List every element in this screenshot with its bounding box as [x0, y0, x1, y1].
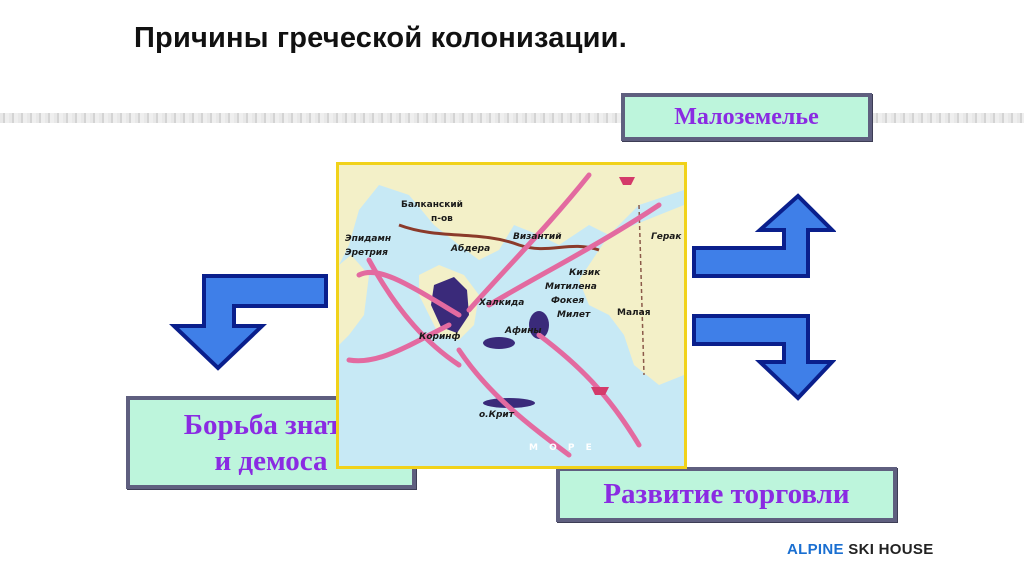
cause-label-nobility-line2: и демоса [214, 444, 328, 477]
decorative-band [0, 113, 1024, 123]
greek-colonization-map: Балканский п-ов Эпидамн Эретрия Абдера В… [336, 162, 687, 469]
map-label-malaya: Малая [617, 308, 651, 318]
cause-label-nobility-line1: Борьба знати [183, 408, 359, 441]
route-southwest [346, 322, 452, 364]
land-asia-minor [579, 205, 684, 385]
ship-icons [591, 177, 635, 395]
footer-brand-rest: SKI HOUSE [848, 541, 934, 558]
ship-icon [619, 177, 635, 185]
map-graphic: Балканский п-ов Эпидамн Эретрия Абдера В… [339, 165, 684, 458]
cause-box-land-shortage: Малоземелье [621, 93, 872, 141]
ship-icon [591, 387, 609, 395]
route-west [356, 269, 462, 318]
map-label-byzantium: Византий [513, 232, 562, 242]
slide-title: Причины греческой колонизации. [134, 22, 627, 54]
route-northeast [486, 202, 662, 308]
colonization-routes [346, 172, 662, 458]
land-north [339, 165, 684, 265]
map-label-halkida: Халкида [478, 298, 524, 308]
map-label-corinth: Коринф [419, 332, 461, 342]
greece-core [431, 277, 469, 333]
map-label-athens: Афины [504, 326, 542, 336]
border-dashed [638, 204, 645, 376]
island-lesbos [529, 311, 549, 339]
island-cluster [483, 337, 515, 349]
map-label-balkan: Балканский [401, 200, 463, 210]
cause-box-trade-development: Развитие торговли [556, 467, 897, 522]
border-line [398, 223, 600, 252]
island-crete [483, 398, 535, 408]
route-italy [366, 257, 462, 368]
cause-label-trade: Развитие торговли [603, 478, 850, 510]
arrow-down-right-icon [692, 314, 836, 401]
map-label-crete: о.Крит [479, 410, 515, 420]
map-label-heraclea: Герак [651, 232, 682, 242]
route-north [466, 172, 592, 313]
map-label-abdera: Абдера [450, 243, 490, 254]
map-label-balkan-2: п-ов [431, 214, 453, 224]
arrow-down-left-icon [169, 274, 328, 371]
cause-label-land-shortage: Малоземелье [674, 103, 819, 130]
map-label-eretria: Эретрия [345, 248, 388, 258]
footer-brand-accent: ALPINE [787, 541, 844, 558]
map-label-fokeya: Фокея [551, 296, 584, 306]
route-southeast [536, 332, 642, 448]
arrow-up-right-icon [692, 193, 836, 278]
land-italy [339, 255, 369, 345]
route-south [456, 347, 572, 458]
map-label-sea: М О Р Е [529, 443, 596, 453]
map-label-miletus: Милет [557, 310, 591, 320]
footer-brand: ALPINE SKI HOUSE [787, 541, 934, 558]
map-label-epidamn: Эпидамн [345, 234, 391, 244]
map-label-mitilena: Митилена [545, 282, 597, 292]
map-label-kizik: Кизик [569, 268, 601, 278]
